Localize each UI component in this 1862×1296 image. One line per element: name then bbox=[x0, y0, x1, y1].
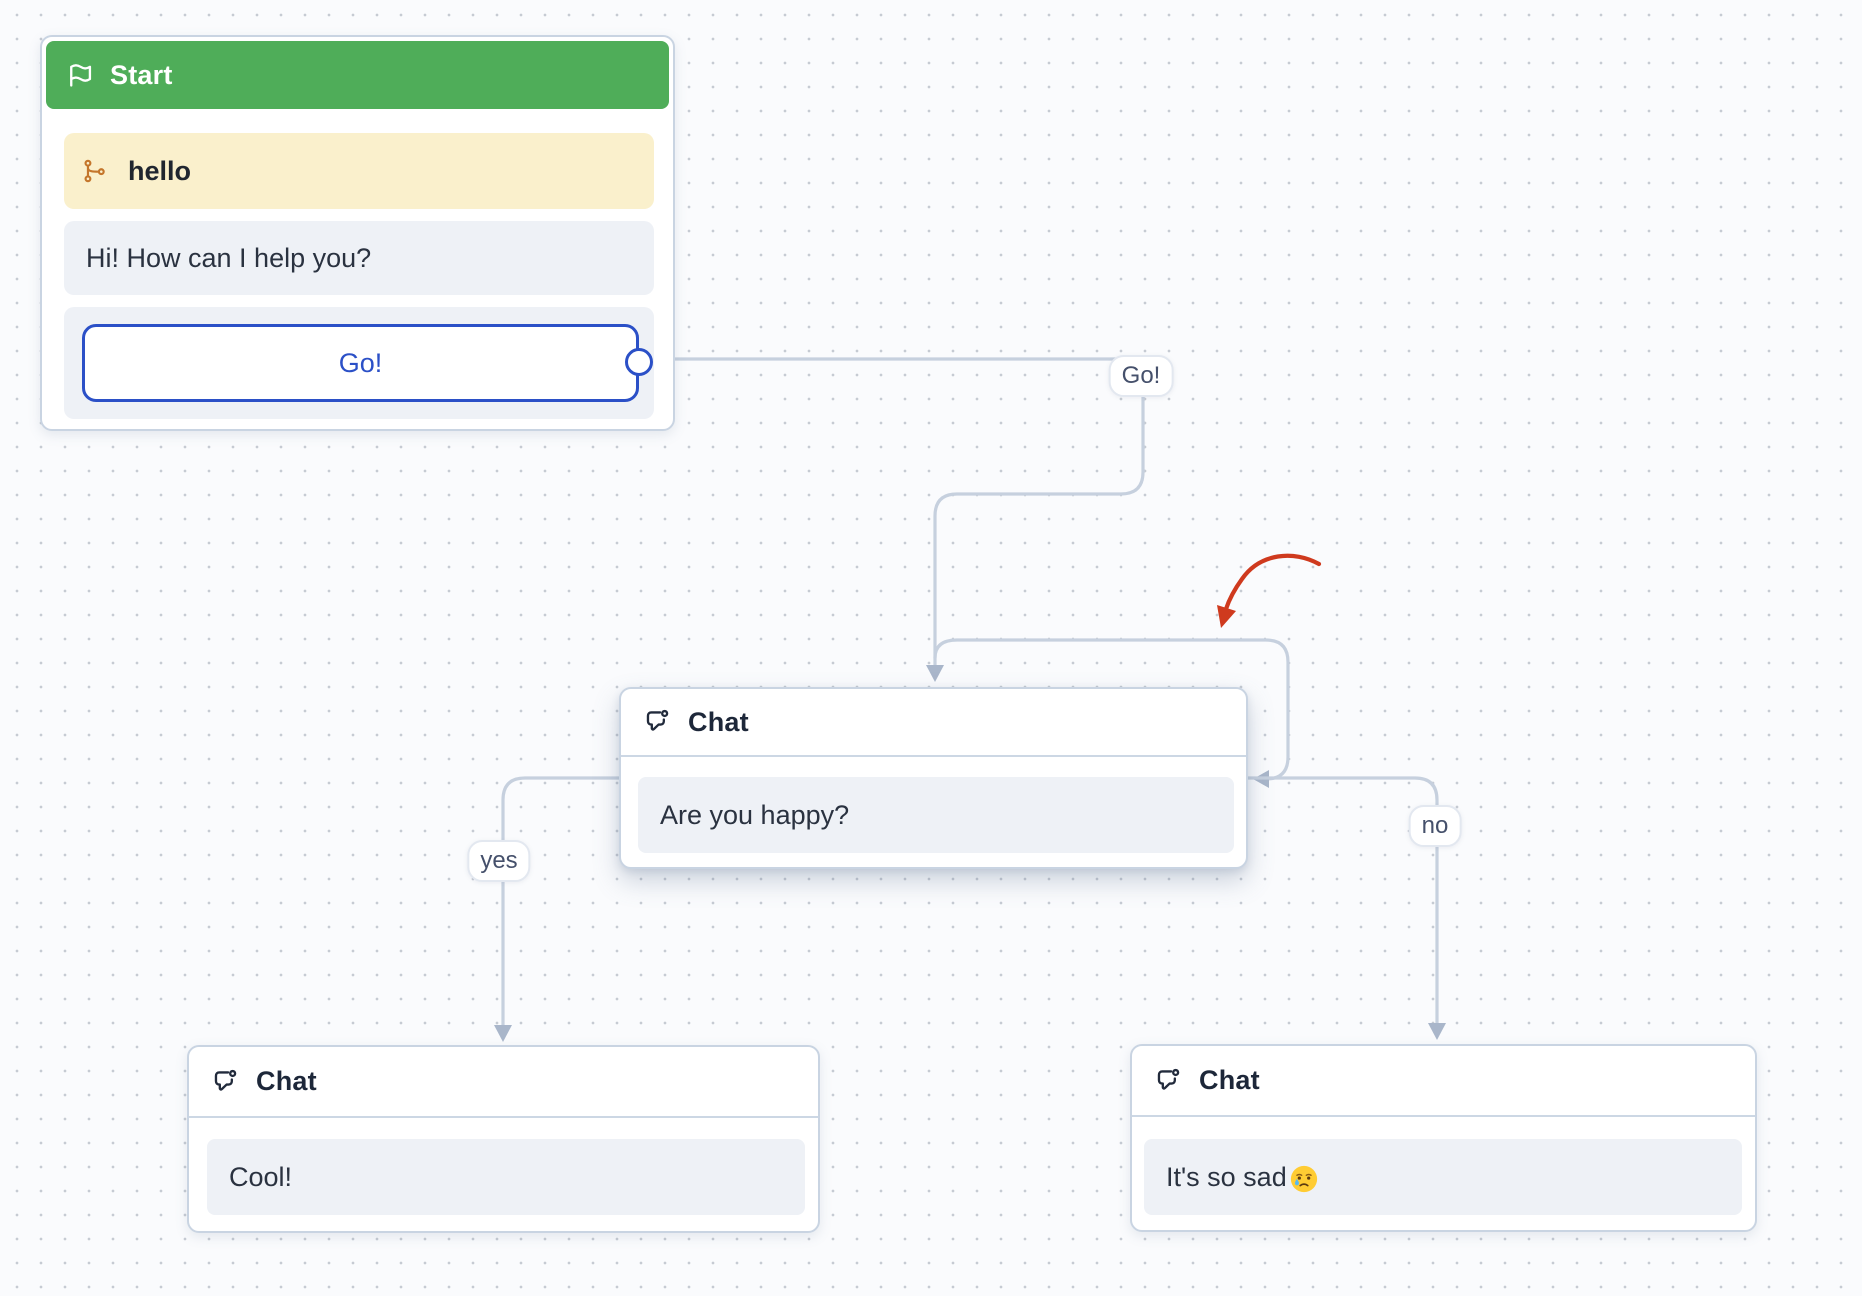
message-item-text: Hi! How can I help you? bbox=[86, 242, 372, 273]
start-node-header: Start bbox=[46, 41, 669, 109]
chat-no-node[interactable]: Chat It's so sad bbox=[1130, 1044, 1757, 1232]
flag-icon bbox=[66, 61, 94, 89]
red-annotation-arrow bbox=[1217, 553, 1322, 628]
chat-question-node[interactable]: Chat Are you happy? bbox=[619, 687, 1248, 869]
edge-go-arrowhead bbox=[926, 665, 944, 682]
edge-no[interactable] bbox=[1246, 776, 1446, 1040]
start-node[interactable]: Start hello Hi! How can I help you? Go! bbox=[40, 35, 675, 431]
edge-label-yes[interactable]: yes bbox=[467, 840, 531, 882]
chat-bubble-icon bbox=[212, 1068, 240, 1096]
chat-no-header: Chat bbox=[1132, 1046, 1755, 1117]
chat-question-title: Chat bbox=[688, 706, 749, 737]
message-item[interactable]: Hi! How can I help you? bbox=[64, 221, 654, 295]
go-button-output-connector[interactable] bbox=[625, 348, 653, 376]
chat-bubble-icon bbox=[1155, 1067, 1183, 1095]
chat-yes-node[interactable]: Chat Cool! bbox=[187, 1045, 820, 1233]
edge-label-no[interactable]: no bbox=[1408, 805, 1462, 847]
chat-question-text: Are you happy? bbox=[660, 799, 850, 830]
chat-yes-text: Cool! bbox=[229, 1161, 293, 1192]
start-node-title: Start bbox=[110, 59, 173, 90]
chat-question-message[interactable]: Are you happy? bbox=[638, 777, 1234, 853]
edge-go[interactable] bbox=[649, 357, 1145, 682]
chat-no-message[interactable]: It's so sad bbox=[1144, 1139, 1742, 1215]
chat-yes-title: Chat bbox=[256, 1066, 317, 1096]
edge-yes[interactable] bbox=[494, 776, 621, 1042]
chat-question-header: Chat bbox=[621, 689, 1246, 757]
chat-no-text: It's so sad bbox=[1166, 1161, 1287, 1192]
condition-item-label: hello bbox=[128, 155, 192, 186]
chat-bubble-icon bbox=[644, 708, 672, 736]
button-container: Go! bbox=[64, 307, 654, 419]
git-branch-icon bbox=[82, 158, 108, 184]
chat-yes-message[interactable]: Cool! bbox=[207, 1139, 805, 1215]
edge-no-arrowhead bbox=[1428, 1023, 1446, 1040]
chat-yes-header: Chat bbox=[189, 1047, 818, 1118]
crying-face-emoji bbox=[1289, 1164, 1319, 1194]
go-button[interactable]: Go! bbox=[82, 324, 639, 402]
edge-label-go[interactable]: Go! bbox=[1108, 355, 1174, 397]
edge-yes-arrowhead bbox=[494, 1025, 512, 1042]
chat-no-title: Chat bbox=[1199, 1065, 1260, 1095]
condition-item[interactable]: hello bbox=[64, 133, 654, 209]
